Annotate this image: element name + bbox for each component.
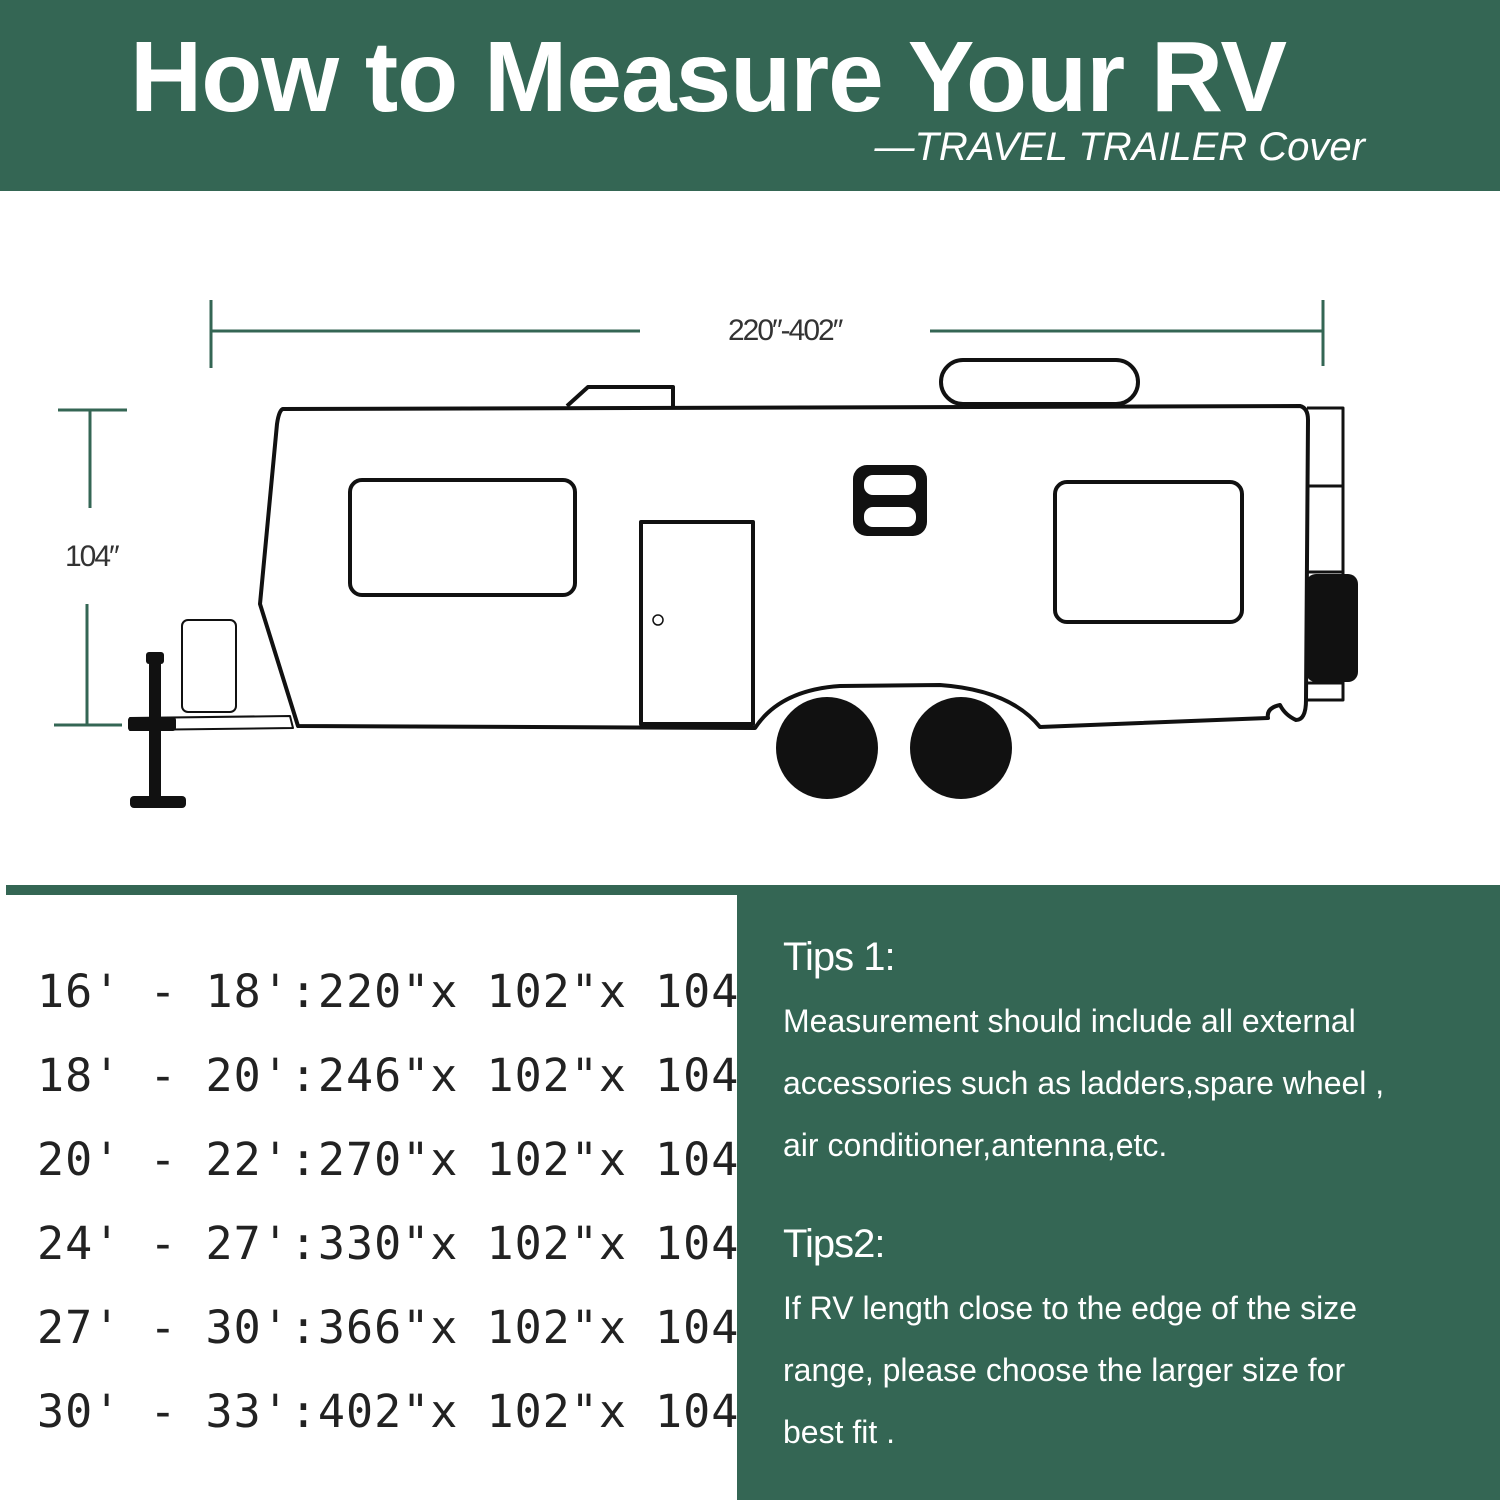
length-dimension-line (209, 300, 1325, 368)
rv-measurement-diagram: 220″-402″ 104″ (0, 191, 1500, 886)
page-title: How to Measure Your RV (130, 21, 1287, 133)
tip-1-line: air conditioner,antenna,etc. (783, 1127, 1168, 1163)
tip-1-line: Measurement should include all external (783, 1003, 1356, 1039)
vent-window (853, 465, 927, 536)
tip-2-line: best fit . (783, 1414, 896, 1450)
size-row: 30' - 33':402"x 102"x 104" (37, 1385, 768, 1438)
wheel-front (776, 697, 878, 799)
height-label: 104″ (65, 540, 120, 573)
tip-1-line: accessories such as ladders,spare wheel … (783, 1065, 1385, 1101)
travel-trailer-illustration (54, 300, 1358, 808)
size-chart: 16' - 18':220"x 102"x 104" 18' - 20':246… (0, 895, 766, 1500)
trailer-outline (129, 358, 1345, 731)
header-banner: How to Measure Your RV —TRAVEL TRAILER C… (0, 0, 1500, 191)
tip-1-heading: Tips 1: (783, 935, 896, 979)
tips-panel: Tips 1: Measurement should include all e… (737, 885, 1500, 1500)
size-row: 16' - 18':220"x 102"x 104" (37, 965, 768, 1018)
size-row: 18' - 20':246"x 102"x 104" (37, 1049, 768, 1102)
tip-2-line: If RV length close to the edge of the si… (783, 1290, 1357, 1326)
size-row: 27' - 30':366"x 102"x 104" (37, 1301, 768, 1354)
length-range-label: 220″-402″ (728, 314, 843, 347)
size-row: 24' - 27':330"x 102"x 104" (37, 1217, 768, 1270)
wheel-rear (910, 697, 1012, 799)
tip-2-line: range, please choose the larger size for (783, 1352, 1346, 1388)
tip-2-heading: Tips2: (783, 1222, 885, 1266)
page-subtitle: —TRAVEL TRAILER Cover (874, 125, 1365, 169)
spare-wheel (1306, 574, 1358, 682)
tongue-jack (128, 652, 186, 808)
height-dimension-line (54, 408, 127, 727)
size-row: 20' - 22':270"x 102"x 104" (37, 1133, 768, 1186)
